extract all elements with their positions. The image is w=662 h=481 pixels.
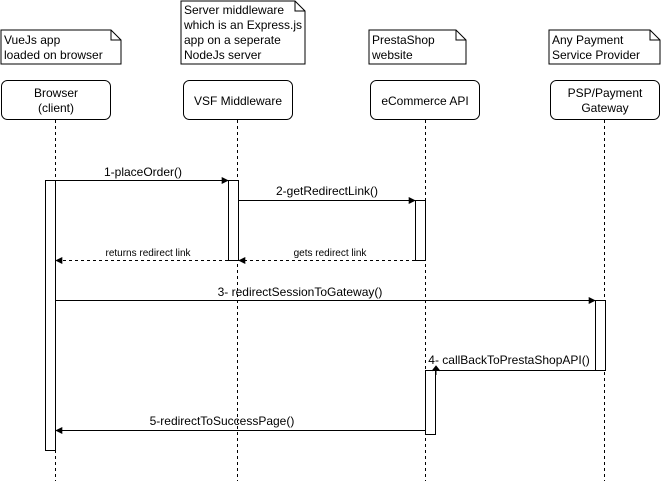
activation-browser bbox=[45, 180, 56, 451]
note-payment-line-1: Any Payment bbox=[552, 33, 624, 47]
message-place-order-label: 1-placeOrder() bbox=[104, 165, 182, 179]
participant-vsf-label: VSF Middleware bbox=[194, 94, 282, 108]
participant-browser-line-2: (client) bbox=[38, 101, 74, 115]
note-server-line-1: Server middleware bbox=[184, 3, 284, 17]
note-payment-line-2: Service Provider bbox=[552, 48, 640, 62]
participant-ecommerce-label: eCommerce API bbox=[381, 94, 468, 108]
participant-vsf-middleware: VSF Middleware bbox=[183, 80, 293, 120]
participant-psp-line-2: Gateway bbox=[581, 101, 628, 115]
note-server-line-2: which is an Express.js bbox=[183, 18, 302, 32]
note-server-line-3: app on a seperate bbox=[184, 33, 281, 47]
note-vuejs-line-2: loaded on browser bbox=[4, 48, 103, 62]
message-get-redirect-link: 2-getRedirectLink() bbox=[239, 184, 416, 204]
message-redirect-session: 3- redirectSessionToGateway() bbox=[56, 285, 596, 304]
message-redirect-success-label: 5-redirectToSuccessPage() bbox=[150, 414, 295, 428]
note-prestashop-line-2: website bbox=[371, 48, 413, 62]
participant-psp-line-1: PSP/Payment bbox=[568, 86, 643, 100]
note-vuejs: VueJs app loaded on browser bbox=[0, 29, 122, 65]
activation-ecommerce-1 bbox=[415, 200, 426, 261]
activation-vsf bbox=[228, 180, 239, 261]
message-gets-redirect-link: gets redirect link bbox=[238, 248, 415, 264]
activation-ecommerce-2 bbox=[425, 370, 436, 435]
activation-psp bbox=[595, 300, 606, 371]
note-prestashop-line-1: PrestaShop bbox=[372, 33, 435, 47]
message-gets-redirect-link-label: gets redirect link bbox=[294, 248, 368, 259]
participant-browser-line-1: Browser bbox=[34, 86, 78, 100]
message-callback: 4- callBackToPrestaShopAPI() bbox=[428, 353, 595, 375]
message-place-order: 1-placeOrder() bbox=[56, 165, 229, 184]
message-redirect-success: 5-redirectToSuccessPage() bbox=[55, 414, 425, 434]
message-redirect-session-label: 3- redirectSessionToGateway() bbox=[218, 285, 383, 299]
message-get-redirect-link-label: 2-getRedirectLink() bbox=[276, 184, 378, 198]
message-returns-redirect-link-label: returns redirect link bbox=[105, 248, 191, 259]
participant-ecommerce-api: eCommerce API bbox=[370, 80, 480, 120]
note-prestashop: PrestaShop website bbox=[368, 29, 467, 65]
note-payment-provider: Any Payment Service Provider bbox=[548, 29, 661, 65]
note-vuejs-line-1: VueJs app bbox=[4, 33, 61, 47]
note-server-line-4: NodeJs server bbox=[184, 48, 261, 62]
note-server-middleware: Server middleware which is an Express.js… bbox=[180, 0, 306, 65]
message-returns-redirect-link: returns redirect link bbox=[55, 248, 228, 264]
participant-browser: Browser (client) bbox=[1, 80, 111, 120]
participant-psp-gateway: PSP/Payment Gateway bbox=[550, 80, 660, 120]
message-callback-label: 4- callBackToPrestaShopAPI() bbox=[428, 353, 589, 367]
